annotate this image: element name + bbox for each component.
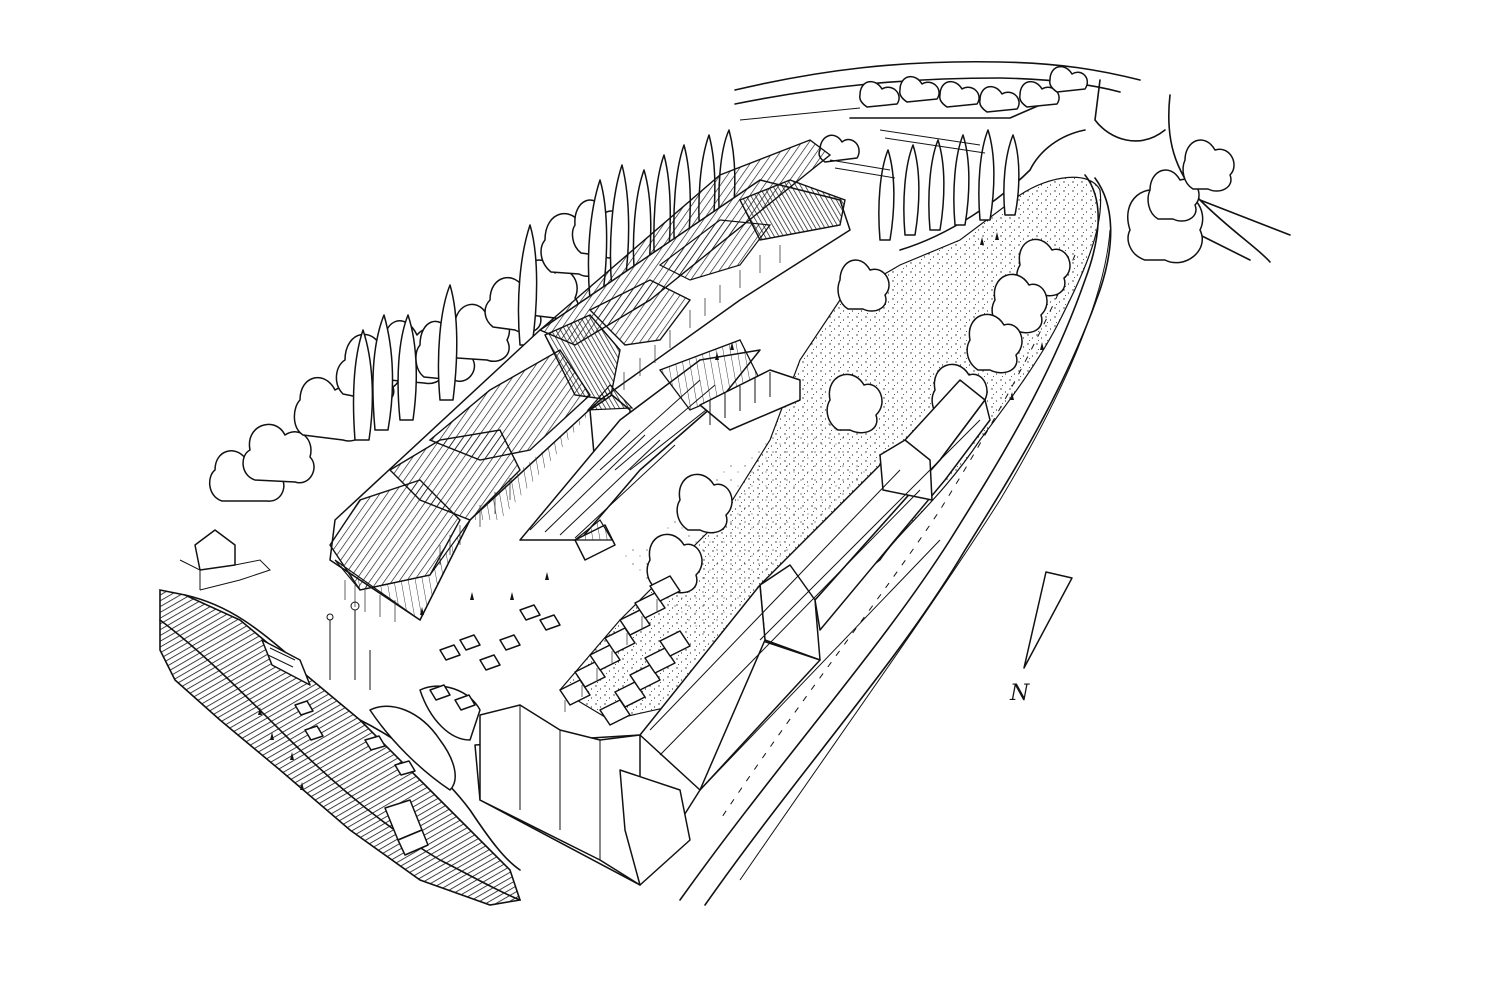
car	[429, 684, 451, 701]
north-arrow-icon	[1023, 571, 1073, 669]
car	[394, 760, 416, 776]
car	[439, 644, 461, 661]
car	[479, 654, 501, 671]
car	[539, 614, 561, 631]
car	[459, 634, 481, 651]
street-network	[679, 60, 1291, 906]
market-stalls	[559, 575, 691, 726]
truck	[384, 799, 429, 856]
main-building	[329, 139, 851, 622]
car	[519, 604, 541, 621]
tree-row-north	[818, 65, 1235, 312]
small-house	[179, 529, 271, 591]
north-arrow: N	[1009, 571, 1073, 706]
lamp-posts	[326, 601, 371, 690]
vehicles	[261, 129, 986, 856]
people	[258, 232, 1044, 790]
courtyard	[519, 339, 801, 561]
bus	[261, 639, 311, 686]
car	[294, 700, 314, 716]
car	[454, 694, 476, 711]
car	[499, 634, 521, 651]
tree-row-east	[646, 238, 1071, 594]
north-label: N	[1009, 681, 1030, 706]
car	[304, 725, 324, 741]
long-hall	[474, 379, 991, 886]
west-street	[159, 589, 522, 906]
car	[364, 735, 386, 751]
